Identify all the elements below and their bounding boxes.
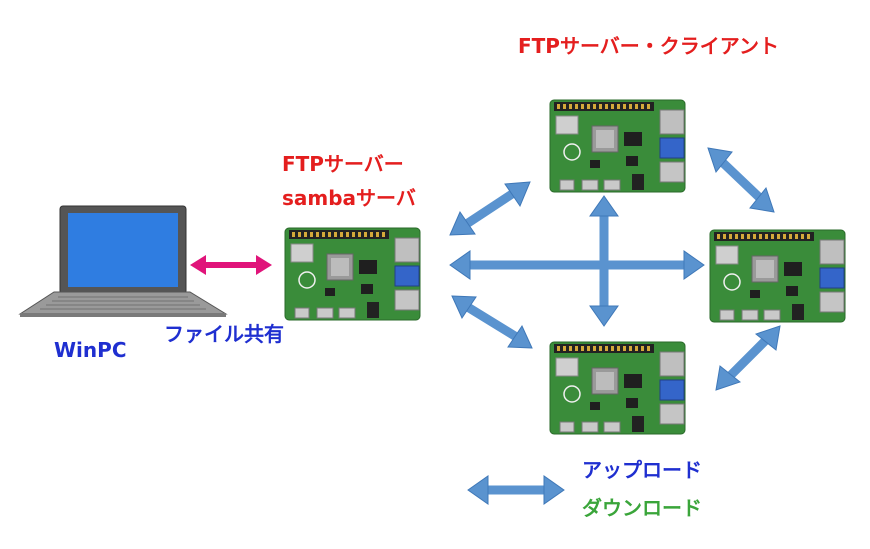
arrow-samba-top [449, 181, 531, 236]
arrow-right-bottom [715, 325, 781, 391]
upload-label: アップロード [582, 458, 702, 482]
laptop-icon [18, 205, 228, 317]
ftp-client-title: FTPサーバー・クライアント [518, 34, 779, 58]
arrow-samba-right [449, 250, 705, 280]
winpc-label: WinPC [54, 338, 127, 362]
raspberry-pi-board-icon-bottom [549, 341, 686, 435]
file-share-arrow [190, 255, 272, 275]
file-share-label: ファイル共有 [164, 322, 284, 346]
arrow-top-bottom [589, 195, 619, 327]
download-label: ダウンロード [582, 496, 702, 520]
raspberry-pi-board-icon-top [549, 99, 686, 193]
arrow-top-right [707, 147, 775, 213]
raspberry-pi-board-icon-samba [284, 227, 421, 321]
raspberry-pi-board-icon-right [709, 229, 846, 323]
arrow-samba-bottom [451, 295, 533, 349]
legend-arrow [467, 475, 565, 505]
samba-server-label: sambaサーバ [282, 186, 416, 210]
ftp-server-label: FTPサーバー [282, 152, 404, 176]
